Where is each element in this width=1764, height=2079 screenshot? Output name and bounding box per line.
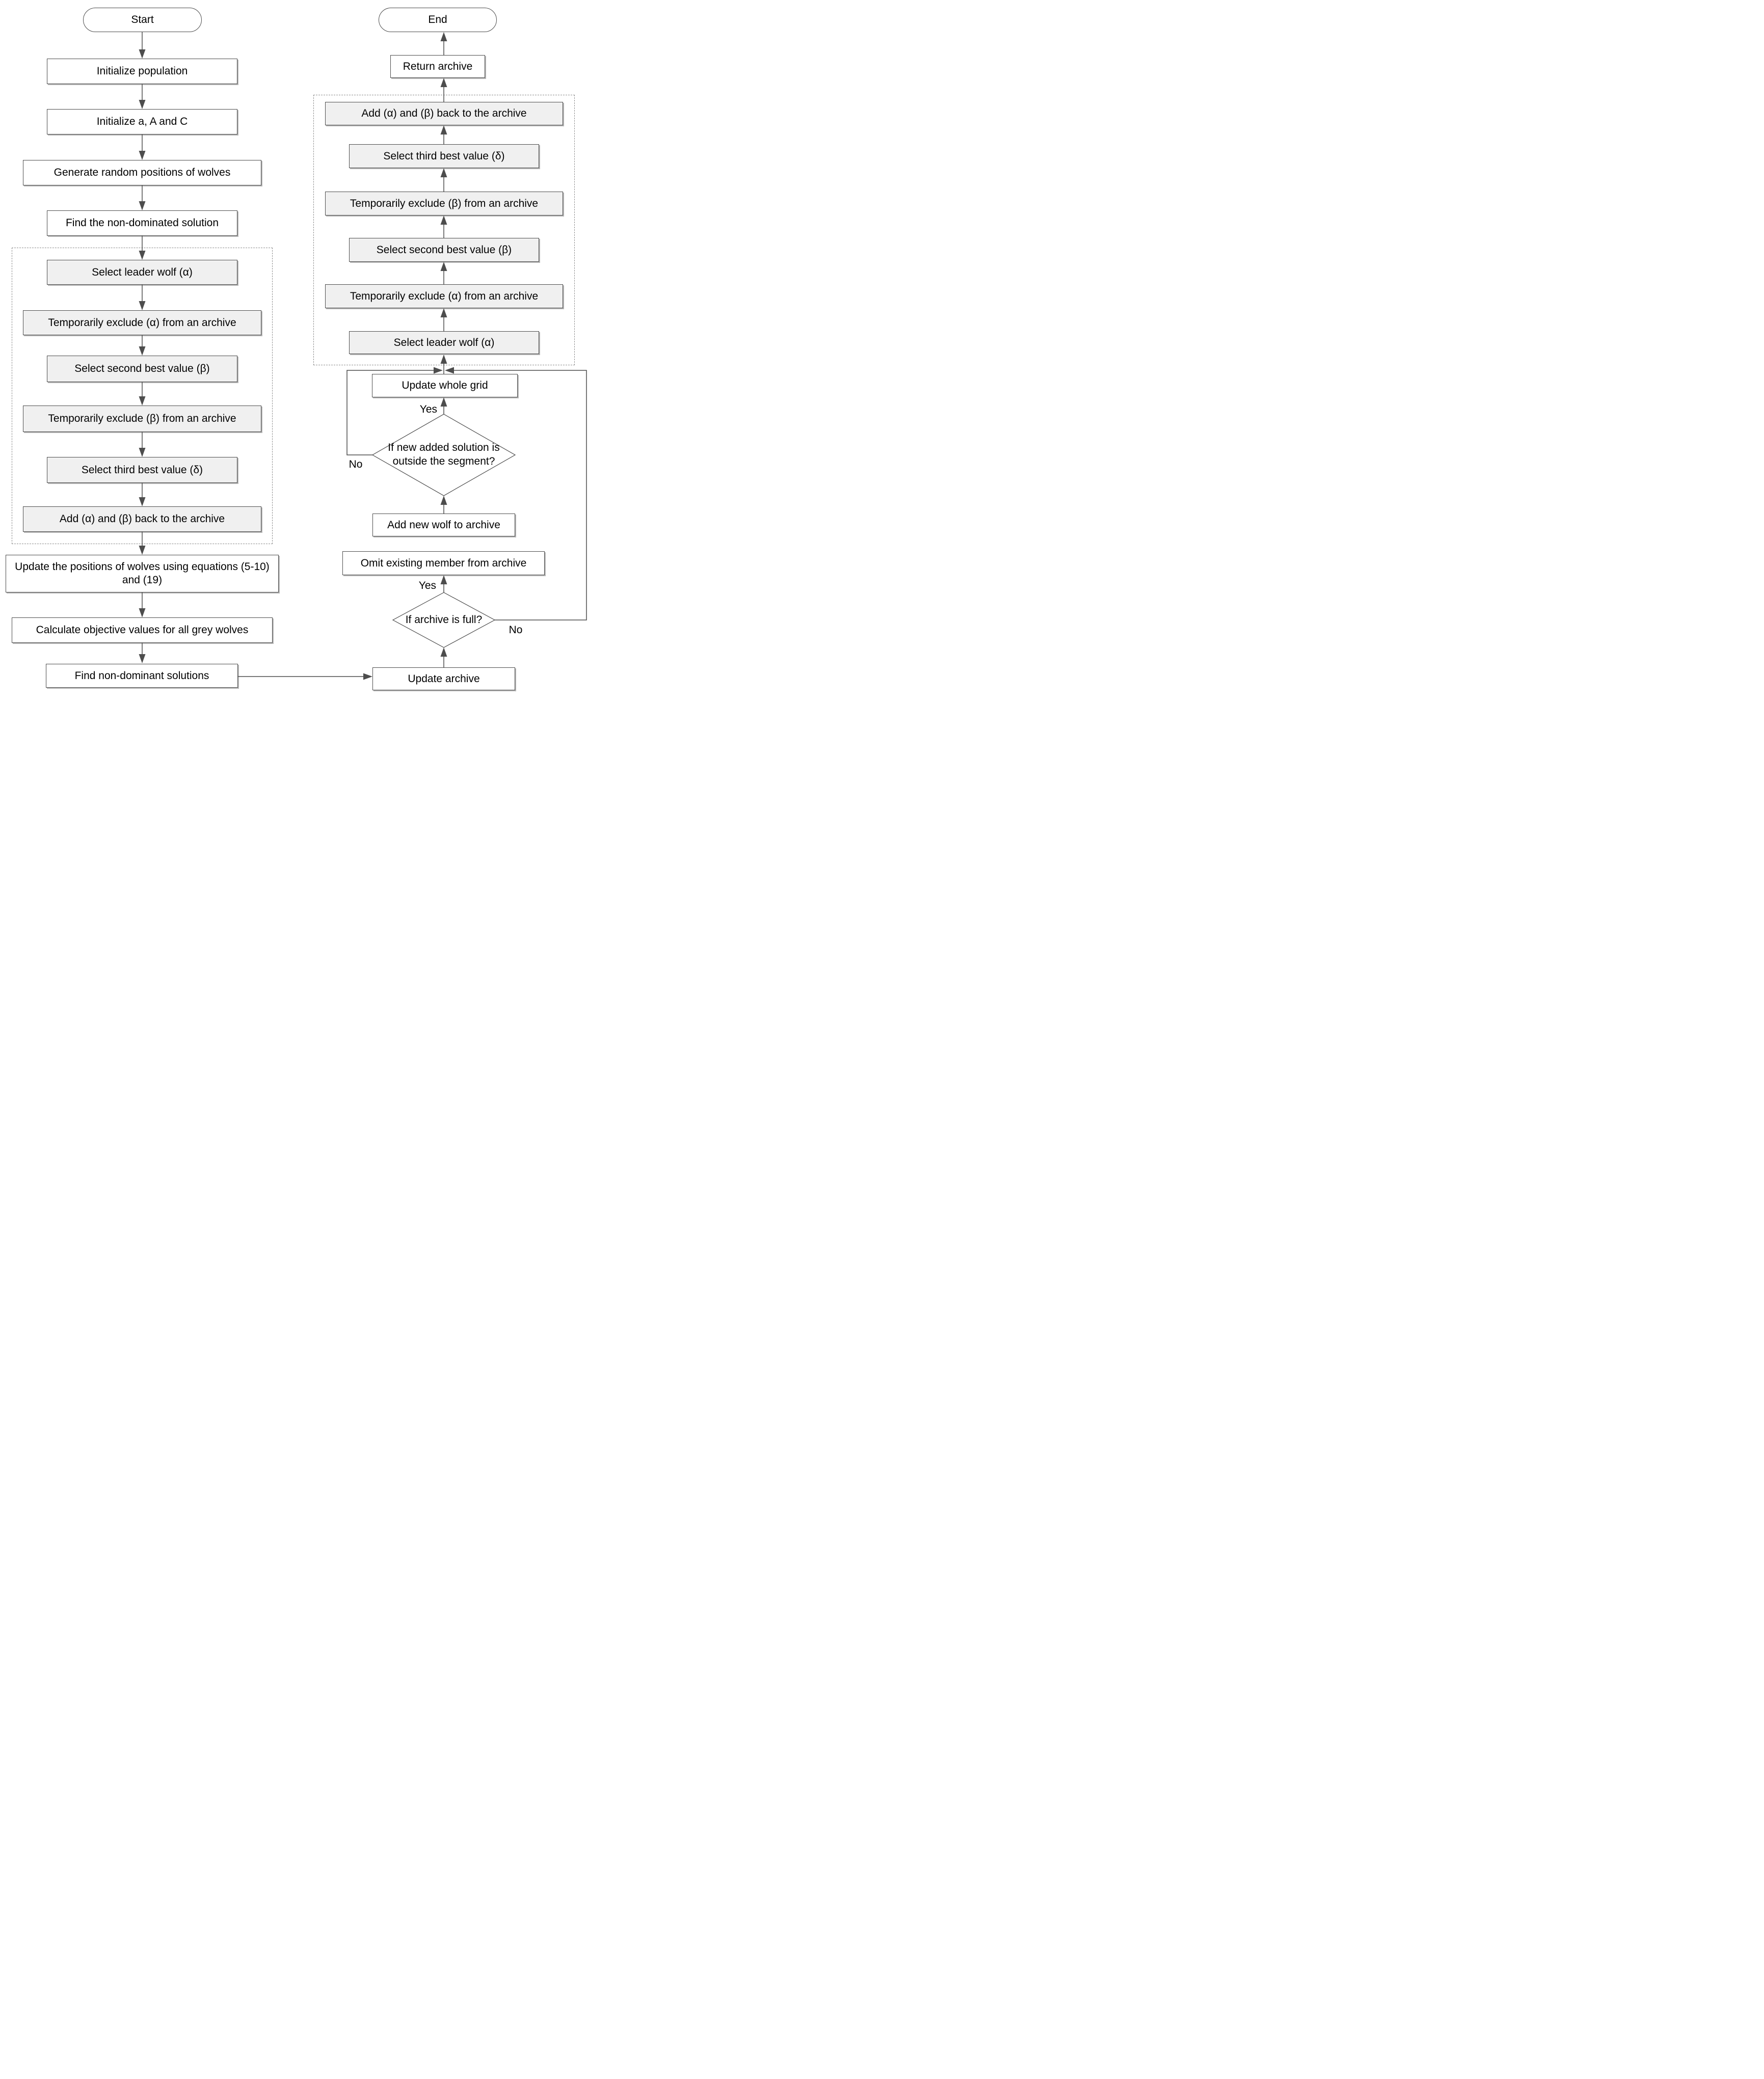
connector-layer bbox=[139, 32, 587, 680]
archive-full-decision-diamond bbox=[392, 592, 496, 648]
calculate-objectives-step: Calculate objective values for all grey … bbox=[12, 617, 273, 643]
flowchart-canvas: Start Initialize population Initialize a… bbox=[0, 0, 588, 693]
archive-full-yes-label: Yes bbox=[418, 580, 436, 591]
update-whole-grid-step: Update whole grid bbox=[372, 374, 518, 397]
segment-no-loop-line bbox=[346, 370, 434, 455]
select-second-step-left: Select second best value (β) bbox=[47, 356, 237, 382]
left-flow-lines bbox=[142, 32, 363, 677]
select-leader-step-right: Select leader wolf (α) bbox=[349, 331, 539, 354]
add-back-step-right: Add (α) and (β) back to the archive bbox=[325, 102, 563, 125]
select-third-step-left: Select third best value (δ) bbox=[47, 457, 237, 483]
find-non-dominant-step: Find non-dominant solutions bbox=[46, 664, 238, 688]
segment-no-loop-arrowhead bbox=[434, 367, 443, 374]
start-terminal: Start bbox=[83, 8, 202, 32]
add-new-wolf-step: Add new wolf to archive bbox=[372, 514, 515, 536]
segment-decision-diamond bbox=[371, 414, 516, 496]
left-flow-arrowheads bbox=[139, 49, 372, 680]
initialize-population-step: Initialize population bbox=[47, 59, 237, 84]
exclude-beta-step-left: Temporarily exclude (β) from an archive bbox=[23, 406, 261, 432]
segment-no-label: No bbox=[349, 458, 363, 470]
exclude-alpha-step-right: Temporarily exclude (α) from an archive bbox=[325, 284, 563, 308]
decision-diamonds bbox=[371, 414, 516, 648]
omit-member-step: Omit existing member from archive bbox=[342, 551, 545, 575]
archive-full-no-loop-arrowhead bbox=[445, 367, 454, 374]
exclude-beta-step-right: Temporarily exclude (β) from an archive bbox=[325, 192, 563, 215]
generate-random-positions-step: Generate random positions of wolves bbox=[23, 160, 261, 185]
right-flow-lines bbox=[346, 41, 587, 667]
right-flow-arrowheads bbox=[434, 32, 454, 657]
return-archive-step: Return archive bbox=[390, 55, 485, 78]
select-third-step-right: Select third best value (δ) bbox=[349, 144, 539, 168]
exclude-alpha-step-left: Temporarily exclude (α) from an archive bbox=[23, 310, 261, 335]
end-terminal: End bbox=[379, 8, 497, 32]
segment-decision-text: If new added solution is outside the seg… bbox=[388, 442, 500, 467]
archive-full-no-loop-line bbox=[454, 370, 587, 620]
add-back-step-left: Add (α) and (β) back to the archive bbox=[23, 506, 261, 532]
select-leader-step-left: Select leader wolf (α) bbox=[47, 260, 237, 285]
update-archive-step: Update archive bbox=[372, 667, 515, 690]
initialize-aac-step: Initialize a, A and C bbox=[47, 109, 237, 134]
select-second-step-right: Select second best value (β) bbox=[349, 238, 539, 262]
update-positions-step: Update the positions of wolves using equ… bbox=[6, 555, 279, 592]
segment-yes-label: Yes bbox=[419, 403, 437, 415]
find-non-dominated-step: Find the non-dominated solution bbox=[47, 210, 237, 236]
archive-full-no-label: No bbox=[509, 624, 523, 636]
archive-full-decision-text: If archive is full? bbox=[405, 613, 483, 626]
